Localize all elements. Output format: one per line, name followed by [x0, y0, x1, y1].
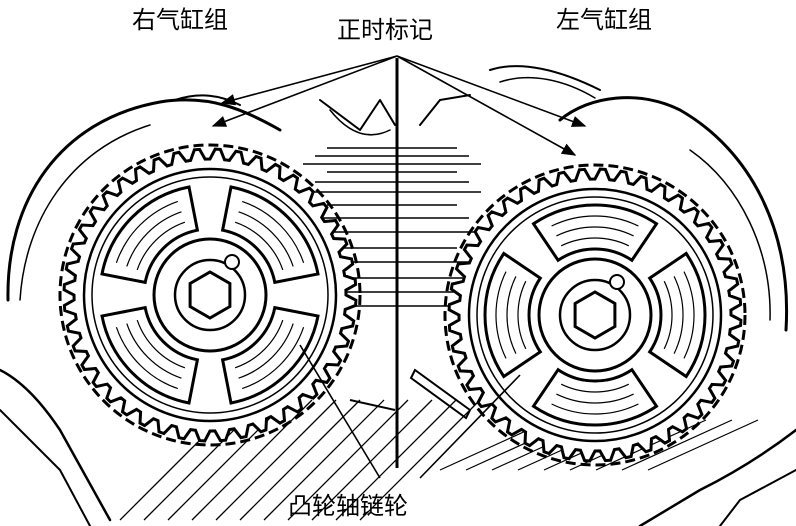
label-camshaft-sprocket: 凸轮轴链轮 [288, 492, 408, 520]
tensioner-arm [409, 368, 472, 420]
sprocket-window [647, 251, 707, 379]
sprocket-rim-inner [91, 176, 329, 414]
sprocket-window [100, 305, 200, 405]
window-shading [242, 200, 305, 263]
sprocket-rim [467, 187, 723, 443]
leader-lines [211, 55, 587, 479]
hatch-line [167, 399, 289, 521]
sprocket-rim [82, 167, 338, 423]
left-bank-camshaft-sprocket [447, 167, 743, 463]
hatch-line [239, 399, 361, 521]
sprocket-leader-left-bank [419, 374, 521, 479]
timing-mark-arrow-3 [396, 55, 587, 127]
horizontal-ribs [303, 147, 481, 307]
window-shading [506, 276, 517, 354]
sprocket-window [220, 305, 320, 405]
chain-loop [58, 143, 362, 447]
window-shading [126, 323, 182, 379]
guide-line [349, 399, 396, 411]
sprocket-hub [537, 257, 653, 373]
hatch-line [647, 419, 759, 471]
window-shading [234, 319, 284, 369]
window-shading [556, 393, 634, 404]
hatch-line [215, 399, 337, 521]
hex-bolt-icon [573, 290, 617, 340]
window-shading [663, 280, 673, 350]
hatch-line [263, 399, 385, 521]
window-shading [115, 327, 178, 390]
window-shading [126, 211, 182, 267]
hub-washer [173, 258, 247, 332]
sprocket-window [220, 185, 320, 285]
window-shading [560, 237, 630, 247]
window-shading [136, 319, 186, 369]
window-shading [242, 327, 305, 390]
sprocket-window [483, 251, 543, 379]
window-shading [136, 221, 186, 271]
sprocket-hub [152, 237, 268, 353]
window-shading [234, 221, 284, 271]
hatch-line [359, 399, 481, 521]
timing-mark-arrow-2 [211, 55, 398, 127]
window-shading [673, 276, 684, 354]
dowel-pin [609, 274, 625, 290]
window-shading [551, 403, 639, 415]
window-shading [560, 383, 630, 393]
sprocket-rim-inner [476, 196, 714, 434]
timing-chains [58, 143, 747, 467]
right-bank-camshaft-sprocket [62, 147, 358, 443]
window-shading [238, 211, 294, 267]
timing-mark-arrow-1 [220, 55, 398, 106]
label-timing-marks: 正时标记 [337, 16, 433, 44]
window-shading [238, 323, 294, 379]
dowel-pin [224, 254, 240, 270]
hatch-line [311, 399, 433, 521]
label-left-bank: 左气缸组 [556, 6, 652, 34]
sprocket-window [531, 367, 659, 427]
window-shading [517, 280, 527, 350]
timing-mark-arrow-4 [396, 55, 577, 156]
hub-washer [558, 278, 632, 352]
sprocket-window [100, 185, 200, 285]
window-shading [556, 226, 634, 237]
sprocket-window [531, 203, 659, 263]
hatch-line [621, 419, 733, 471]
window-shading [551, 215, 639, 227]
label-right-bank: 右气缸组 [132, 6, 228, 34]
sprocket-leader-right-bank [299, 344, 381, 479]
timing-cover-housing [0, 65, 796, 526]
chain-loop [443, 163, 747, 467]
window-shading [495, 271, 507, 359]
window-shading [115, 200, 178, 263]
hex-bolt-icon [188, 270, 232, 320]
hatch-line [287, 399, 409, 521]
window-shading [683, 271, 695, 359]
center-block-ribs [319, 94, 471, 136]
hatch-line [191, 399, 313, 521]
